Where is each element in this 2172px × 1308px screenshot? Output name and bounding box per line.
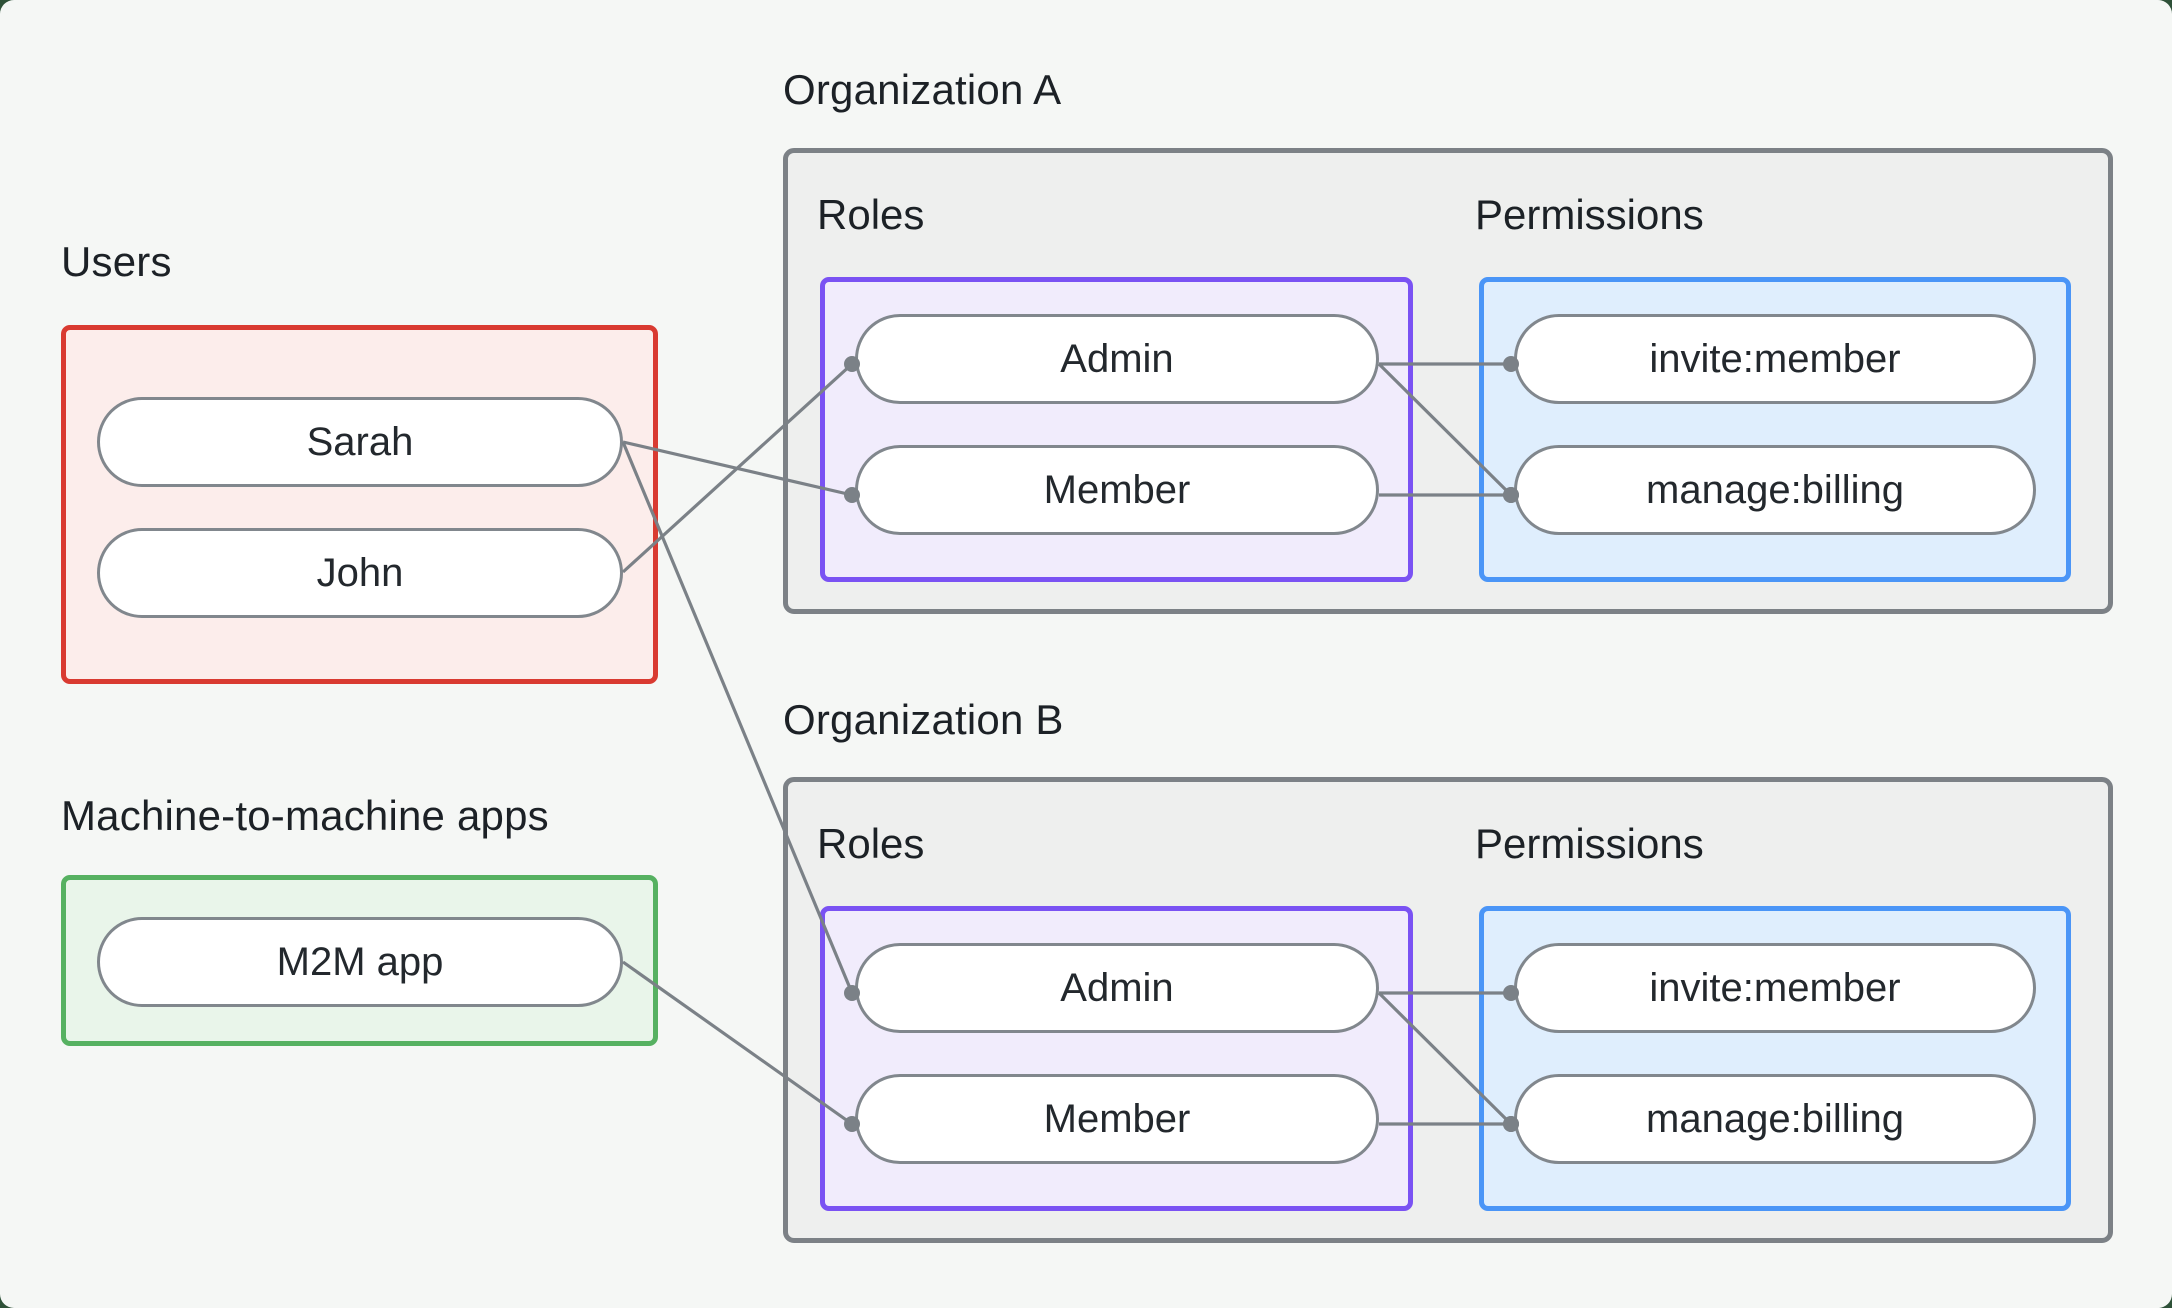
user-node-john-label: John [316, 550, 404, 595]
orgA-role-admin-label: Admin [1060, 336, 1174, 381]
orgA-perm-invite-label: invite:member [1649, 336, 1901, 381]
organization-b-roles-label: Roles [817, 820, 925, 867]
organization-b-permissions-box: invite:member manage:billing [1479, 906, 2071, 1211]
organization-a-roles-box: Admin Member [820, 277, 1413, 582]
orgA-perm-invite: invite:member [1514, 314, 2036, 404]
organization-a-permissions-box: invite:member manage:billing [1479, 277, 2071, 582]
users-group-box: Sarah John [61, 325, 658, 684]
orgB-role-admin: Admin [855, 943, 1379, 1033]
orgB-perm-invite: invite:member [1514, 943, 2036, 1033]
orgB-role-member-label: Member [1043, 1096, 1191, 1141]
m2m-group-label: Machine-to-machine apps [61, 792, 549, 839]
user-node-sarah: Sarah [97, 397, 623, 487]
orgA-perm-manage-label: manage:billing [1646, 467, 1904, 512]
organization-a-label: Organization A [783, 66, 1062, 113]
organization-a-roles-label: Roles [817, 191, 925, 238]
m2m-group-box: M2M app [61, 875, 658, 1046]
orgB-perm-invite-label: invite:member [1649, 965, 1901, 1010]
organization-b-box: Roles Permissions Admin Member invite:me… [783, 777, 2113, 1243]
orgA-perm-manage: manage:billing [1514, 445, 2036, 535]
organization-b-permissions-label: Permissions [1475, 820, 1704, 867]
orgB-perm-manage-label: manage:billing [1646, 1096, 1904, 1141]
user-node-sarah-label: Sarah [306, 419, 414, 464]
orgB-perm-manage: manage:billing [1514, 1074, 2036, 1164]
orgB-role-admin-label: Admin [1060, 965, 1174, 1010]
orgA-role-member: Member [855, 445, 1379, 535]
user-node-john: John [97, 528, 623, 618]
orgB-role-member: Member [855, 1074, 1379, 1164]
organization-b-roles-box: Admin Member [820, 906, 1413, 1211]
m2m-app-node-label: M2M app [276, 939, 444, 984]
orgA-role-member-label: Member [1043, 467, 1191, 512]
m2m-app-node: M2M app [97, 917, 623, 1007]
organization-a-permissions-label: Permissions [1475, 191, 1704, 238]
organization-b-label: Organization B [783, 696, 1064, 743]
orgA-role-admin: Admin [855, 314, 1379, 404]
users-group-label: Users [61, 238, 172, 285]
organization-a-box: Roles Permissions Admin Member invite:me… [783, 148, 2113, 614]
